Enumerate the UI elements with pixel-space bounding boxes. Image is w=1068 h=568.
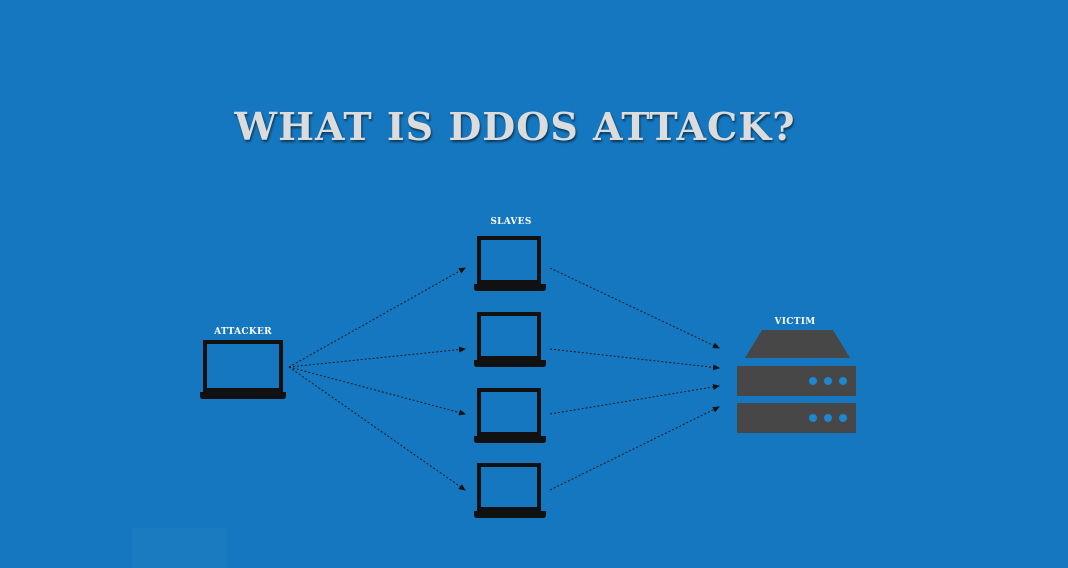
- attacker-label: ATTACKER: [214, 327, 272, 337]
- edge-attacker-slave-3: [288, 366, 466, 416]
- slave-laptop-icon: [474, 388, 546, 443]
- edge-attacker-slave-4: [288, 366, 466, 491]
- edge-attacker-slave-1: [288, 267, 466, 368]
- page-title: WHAT IS DDOS ATTACK?: [234, 104, 796, 149]
- edge-slave-2-victim: [549, 348, 720, 371]
- attacker-laptop-icon: [200, 340, 286, 399]
- slaves-label: SLAVES: [490, 217, 532, 227]
- slave-laptop-icon: [474, 463, 546, 518]
- edge-slave-4-victim: [549, 406, 720, 491]
- slave-laptop-icon: [474, 236, 546, 291]
- victim-server-icon: [737, 330, 856, 433]
- edge-attacker-slave-2: [288, 346, 466, 368]
- slave-laptop-icon: [474, 312, 546, 367]
- edge-slave-1-victim: [549, 267, 720, 349]
- edges-group: [288, 267, 720, 491]
- edge-slave-3-victim: [549, 384, 720, 415]
- victim-label: VICTIM: [774, 317, 816, 327]
